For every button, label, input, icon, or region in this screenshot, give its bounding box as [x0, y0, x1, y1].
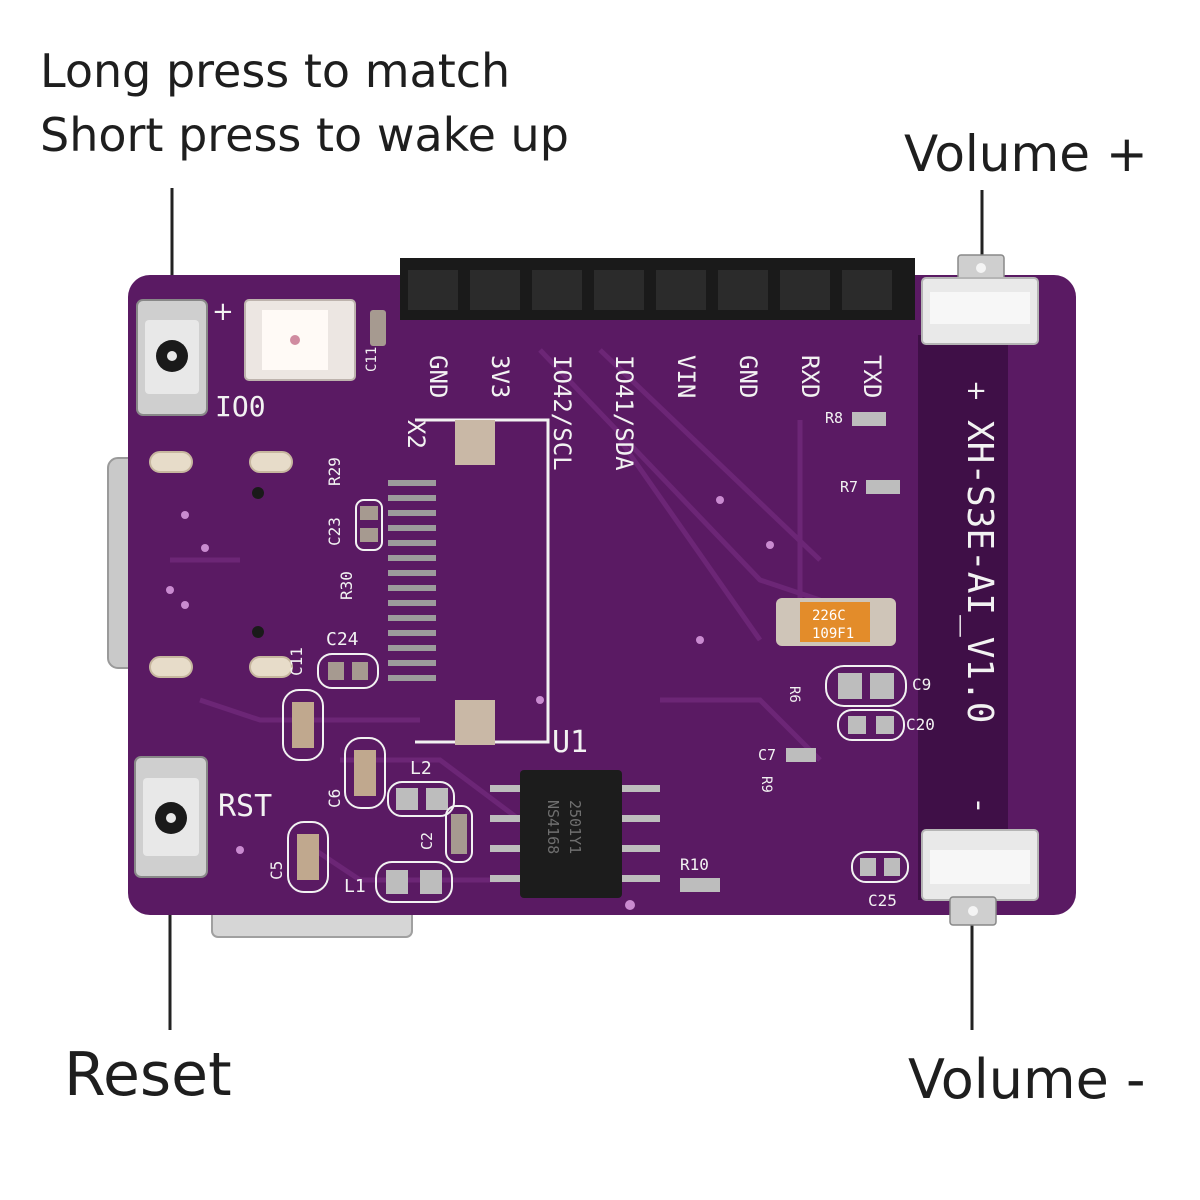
pad — [870, 673, 894, 699]
x2-pad — [455, 700, 495, 745]
capacitor-c25 — [851, 851, 909, 883]
tantalum-marking-line2: 109F1 — [812, 626, 854, 642]
capacitor-c9 — [825, 665, 907, 707]
pad — [838, 673, 862, 699]
designator-c24: C24 — [326, 629, 359, 650]
pad — [328, 662, 344, 680]
capacitor-c20 — [837, 709, 905, 741]
pad — [860, 858, 876, 876]
pin-header — [400, 258, 915, 320]
mount-hole — [252, 626, 264, 638]
designator-r6: R6 — [786, 686, 802, 703]
capacitor — [360, 528, 378, 542]
pad — [297, 834, 319, 880]
designator-c25: C25 — [868, 891, 897, 910]
designator-c7: C7 — [758, 746, 776, 764]
designator-l2: L2 — [410, 758, 432, 779]
designator-x2: X2 — [402, 420, 430, 449]
capacitor — [360, 506, 378, 520]
designator-l1: L1 — [344, 876, 366, 897]
rgb-led — [244, 299, 356, 381]
header-pin-io42-scl: IO42/SCL — [548, 355, 576, 471]
chip-marking-line2: 2501Y1 — [566, 800, 584, 854]
board-model-label: XH-S3E-AI_V1.0 — [959, 420, 1000, 723]
header-pin-3v3: 3V3 — [486, 355, 514, 398]
designator-r8: R8 — [825, 409, 843, 427]
capacitor-c2 — [445, 805, 473, 863]
volume-down-button[interactable] — [921, 829, 1039, 926]
designator-c23: C23 — [325, 517, 344, 546]
designator-r30: R30 — [337, 571, 356, 600]
boot-plus-label: + — [212, 297, 234, 327]
u1-chip — [490, 770, 660, 898]
boot-button-label: IO0 — [215, 390, 266, 423]
inductor-l2 — [387, 781, 455, 817]
mount-hole — [252, 487, 264, 499]
volume-up-button[interactable] — [921, 254, 1039, 345]
pad — [420, 870, 442, 894]
designator-r9: R9 — [758, 776, 774, 793]
chip-marking-line1: NS4168 — [544, 800, 562, 854]
reset-button-label: RST — [218, 789, 272, 824]
capacitor-c6 — [344, 737, 386, 809]
designator-c11a: C11 — [364, 347, 380, 372]
display-strip — [918, 335, 1008, 900]
header-pin-gnd: GND — [424, 355, 452, 398]
designator-c5: C5 — [267, 861, 286, 880]
boot-callout-line2: Short press to wake up — [40, 108, 569, 162]
x2-pad — [455, 420, 495, 465]
designator-c6: C6 — [325, 789, 344, 808]
header-pin-vin: VIN — [672, 355, 700, 398]
tantalum-capacitor — [776, 598, 896, 646]
pcb-traces — [170, 348, 822, 883]
pad — [426, 788, 448, 810]
pad — [352, 662, 368, 680]
capacitor-c24 — [317, 653, 379, 689]
capacitor — [355, 499, 383, 551]
x2-pins — [388, 480, 436, 681]
designator-c11b: C11 — [287, 647, 306, 676]
pad — [396, 788, 418, 810]
pad — [386, 870, 408, 894]
boot-button[interactable] — [136, 299, 208, 416]
pad — [292, 702, 314, 748]
designator-c2: C2 — [418, 832, 436, 850]
inductor-l1 — [375, 861, 453, 903]
header-pin-rxd: RXD — [796, 355, 824, 398]
designator-u1: U1 — [552, 725, 588, 760]
resistor-r7 — [866, 480, 900, 494]
pad — [354, 750, 376, 796]
volume-up-callout: Volume + — [904, 125, 1148, 183]
capacitor — [282, 689, 324, 761]
pad — [884, 858, 900, 876]
designator-r29: R29 — [325, 457, 344, 486]
reset-callout: Reset — [64, 1040, 232, 1110]
tantalum-marking-line1: 226C — [812, 608, 846, 624]
designator-r10: R10 — [680, 855, 709, 874]
resistor-r10 — [680, 878, 720, 892]
designator-c20: C20 — [906, 715, 935, 734]
capacitor — [370, 310, 386, 346]
usb-pads — [149, 451, 293, 678]
reset-button[interactable] — [134, 756, 208, 878]
designator-c9: C9 — [912, 675, 931, 694]
boot-callout-line1: Long press to match — [40, 44, 511, 98]
pad — [876, 716, 894, 734]
designator-r7: R7 — [840, 478, 858, 496]
volume-up-plus-label: + — [961, 380, 991, 402]
capacitor-c5 — [287, 821, 329, 893]
header-pin-txd: TXD — [858, 355, 886, 398]
volume-down-minus-label: - — [962, 800, 997, 811]
resistor-r8 — [852, 412, 886, 426]
capacitor-c7 — [786, 748, 816, 762]
pad — [848, 716, 866, 734]
pad — [451, 814, 467, 854]
volume-down-callout: Volume - — [908, 1048, 1146, 1111]
header-pin-gnd2: GND — [734, 355, 762, 398]
header-pin-io41-sda: IO41/SDA — [610, 355, 638, 471]
